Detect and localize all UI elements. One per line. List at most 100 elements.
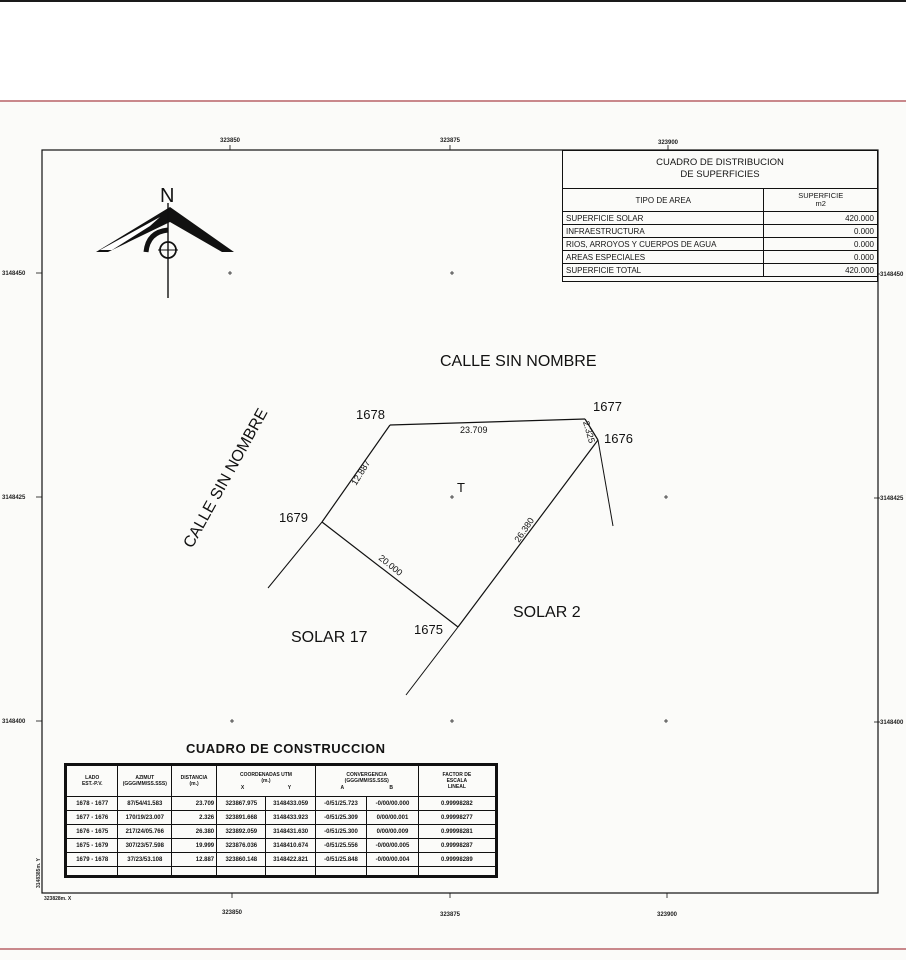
col-tipo-area: TIPO DE AREA [563,189,765,212]
col-factor-3: LINEAL [447,784,466,790]
y-coord-left-3: 3148400 [2,719,26,725]
cell-y: 3148431.630 [265,824,316,839]
cell-x: 323876.036 [216,838,267,853]
col-distancia-2: (m.) [189,781,199,787]
cell-lado: 1675 - 1679 [65,838,119,853]
col-coord-x: X [240,784,245,791]
street-north-label: CALLE SIN NOMBRE [440,353,596,370]
cell-conv-b: -0/00/00.000 [366,796,419,811]
y-coord-left-2: 3148425 [2,495,26,501]
construction-table-title: CUADRO DE CONSTRUCCION [186,741,386,756]
area-type: SUPERFICIE SOLAR [563,211,765,225]
col-superficie-unit: m2 [815,199,826,208]
cell-factor: 0.99998282 [417,796,497,811]
col-superficie-label: SUPERFICIE [798,191,844,200]
cell-conv-b: 0/00/00.001 [366,810,419,825]
table-row: 1676 - 1675 217/24/05.766 26.380 323892.… [65,824,497,839]
vertex-1676: 1676 [604,431,633,446]
table-row: 1677 - 1676 170/19/23.007 2.326 323891.6… [65,810,497,825]
cell-azimut: 37/23/53.108 [117,852,173,867]
vertex-1678: 1678 [356,407,385,422]
cell-distancia: 19.999 [171,838,218,853]
top-margin [0,0,906,102]
col-superficie: SUPERFICIE m2 [763,189,877,212]
distance-1678-1677: 23.709 [460,425,488,435]
cell-conv-a: -0/51/25.309 [314,810,368,825]
north-label: N [160,185,174,207]
cell-y: 3148433.059 [265,796,316,811]
y-coord-left-1: 3148450 [2,271,26,277]
y-coord-right-2: 3148425 [880,496,904,502]
distance-1675-1679: 20.000 [377,553,405,578]
cell-conv-b: 0/00/00.009 [366,824,419,839]
cell-conv-a: -0/51/25.723 [314,796,368,811]
cell-conv-a: -0/51/25.300 [314,824,368,839]
distance-1677-1676: 2.325 [581,420,597,444]
cell-lado: 1678 - 1677 [65,796,119,811]
area-value: 420.000 [763,263,877,277]
cell-lado: 1676 - 1675 [65,824,119,839]
col-conv-b: B [389,784,394,791]
corner-y-coord: 3148385m. Y [36,857,42,888]
neighbor-lines [267,439,614,696]
cell-factor: 0.99998289 [417,852,497,867]
col-lado-1: LADO [85,775,100,781]
table-row: 1678 - 1677 87/54/41.583 23.709 323867.9… [65,796,497,811]
table-row: 1679 - 1678 37/23/53.108 12.887 323860.1… [65,852,497,867]
col-conv-a: A [340,784,345,791]
cell-y: 3148422.821 [265,852,316,867]
col-distancia: DISTANCIA(m.) [171,765,218,797]
distribution-table-title: CUADRO DE DISTRIBUCION DE SUPERFICIES [563,151,877,189]
cell-lado: 1679 - 1678 [65,852,119,867]
area-type: SUPERFICIE TOTAL [563,263,765,277]
distribution-header-row: TIPO DE AREA SUPERFICIE m2 [563,189,877,212]
cell-distancia: 23.709 [171,796,218,811]
neighbor-solar-17: SOLAR 17 [291,629,368,646]
area-value: 420.000 [763,211,877,225]
area-type: INFRAESTRUCTURA [563,224,765,238]
vertex-1679: 1679 [279,510,308,525]
cell-distancia: 26.380 [171,824,218,839]
area-type: RIOS, ARROYOS Y CUERPOS DE AGUA [563,237,765,251]
x-coord-bottom-2: 323875 [440,912,461,918]
distribution-title-line-1: CUADRO DE DISTRIBUCION [656,157,784,168]
y-coord-right-3: 3148400 [880,720,904,726]
cell-conv-b: -0/00/00.005 [366,838,419,853]
distance-1676-1675: 26.380 [512,516,536,544]
distribution-title-line-2: DE SUPERFICIES [680,169,760,180]
col-coord-y: Y [287,784,292,791]
table-row-empty [65,866,497,876]
col-azimut-1: AZIMUT [135,775,155,781]
table-row: 1675 - 1679 307/23/57.598 19.999 323876.… [65,838,497,853]
cell-factor: 0.99998287 [417,838,497,853]
x-coord-bottom-1: 323850 [222,910,243,916]
col-azimut: AZIMUT(GGG/MM/SS.SSS) [117,765,173,797]
lot-label: T [457,480,465,495]
cell-x: 323891.668 [216,810,267,825]
grid-crosses [228,271,668,723]
col-factor-1: FACTOR DE [442,772,472,778]
neighbor-solar-2: SOLAR 2 [513,604,581,621]
cell-lado: 1677 - 1676 [65,810,119,825]
col-coord-1: COORDENADAS UTM [239,771,292,778]
distance-1679-1678: 12.887 [349,458,372,487]
lot-boundary [321,418,599,628]
area-value: 0.000 [763,237,877,251]
area-type: AREAS ESPECIALES [563,250,765,264]
street-west-label: CALLE SIN NOMBRE [181,406,272,551]
col-distancia-1: DISTANCIA [180,775,208,781]
plan-frame [41,149,879,894]
cell-conv-a: -0/51/25.556 [314,838,368,853]
north-arrow-icon [96,203,234,298]
col-lado-2: EST.-P.V. [81,781,103,787]
cell-distancia: 2.326 [171,810,218,825]
bottom-edge-line [0,948,906,950]
